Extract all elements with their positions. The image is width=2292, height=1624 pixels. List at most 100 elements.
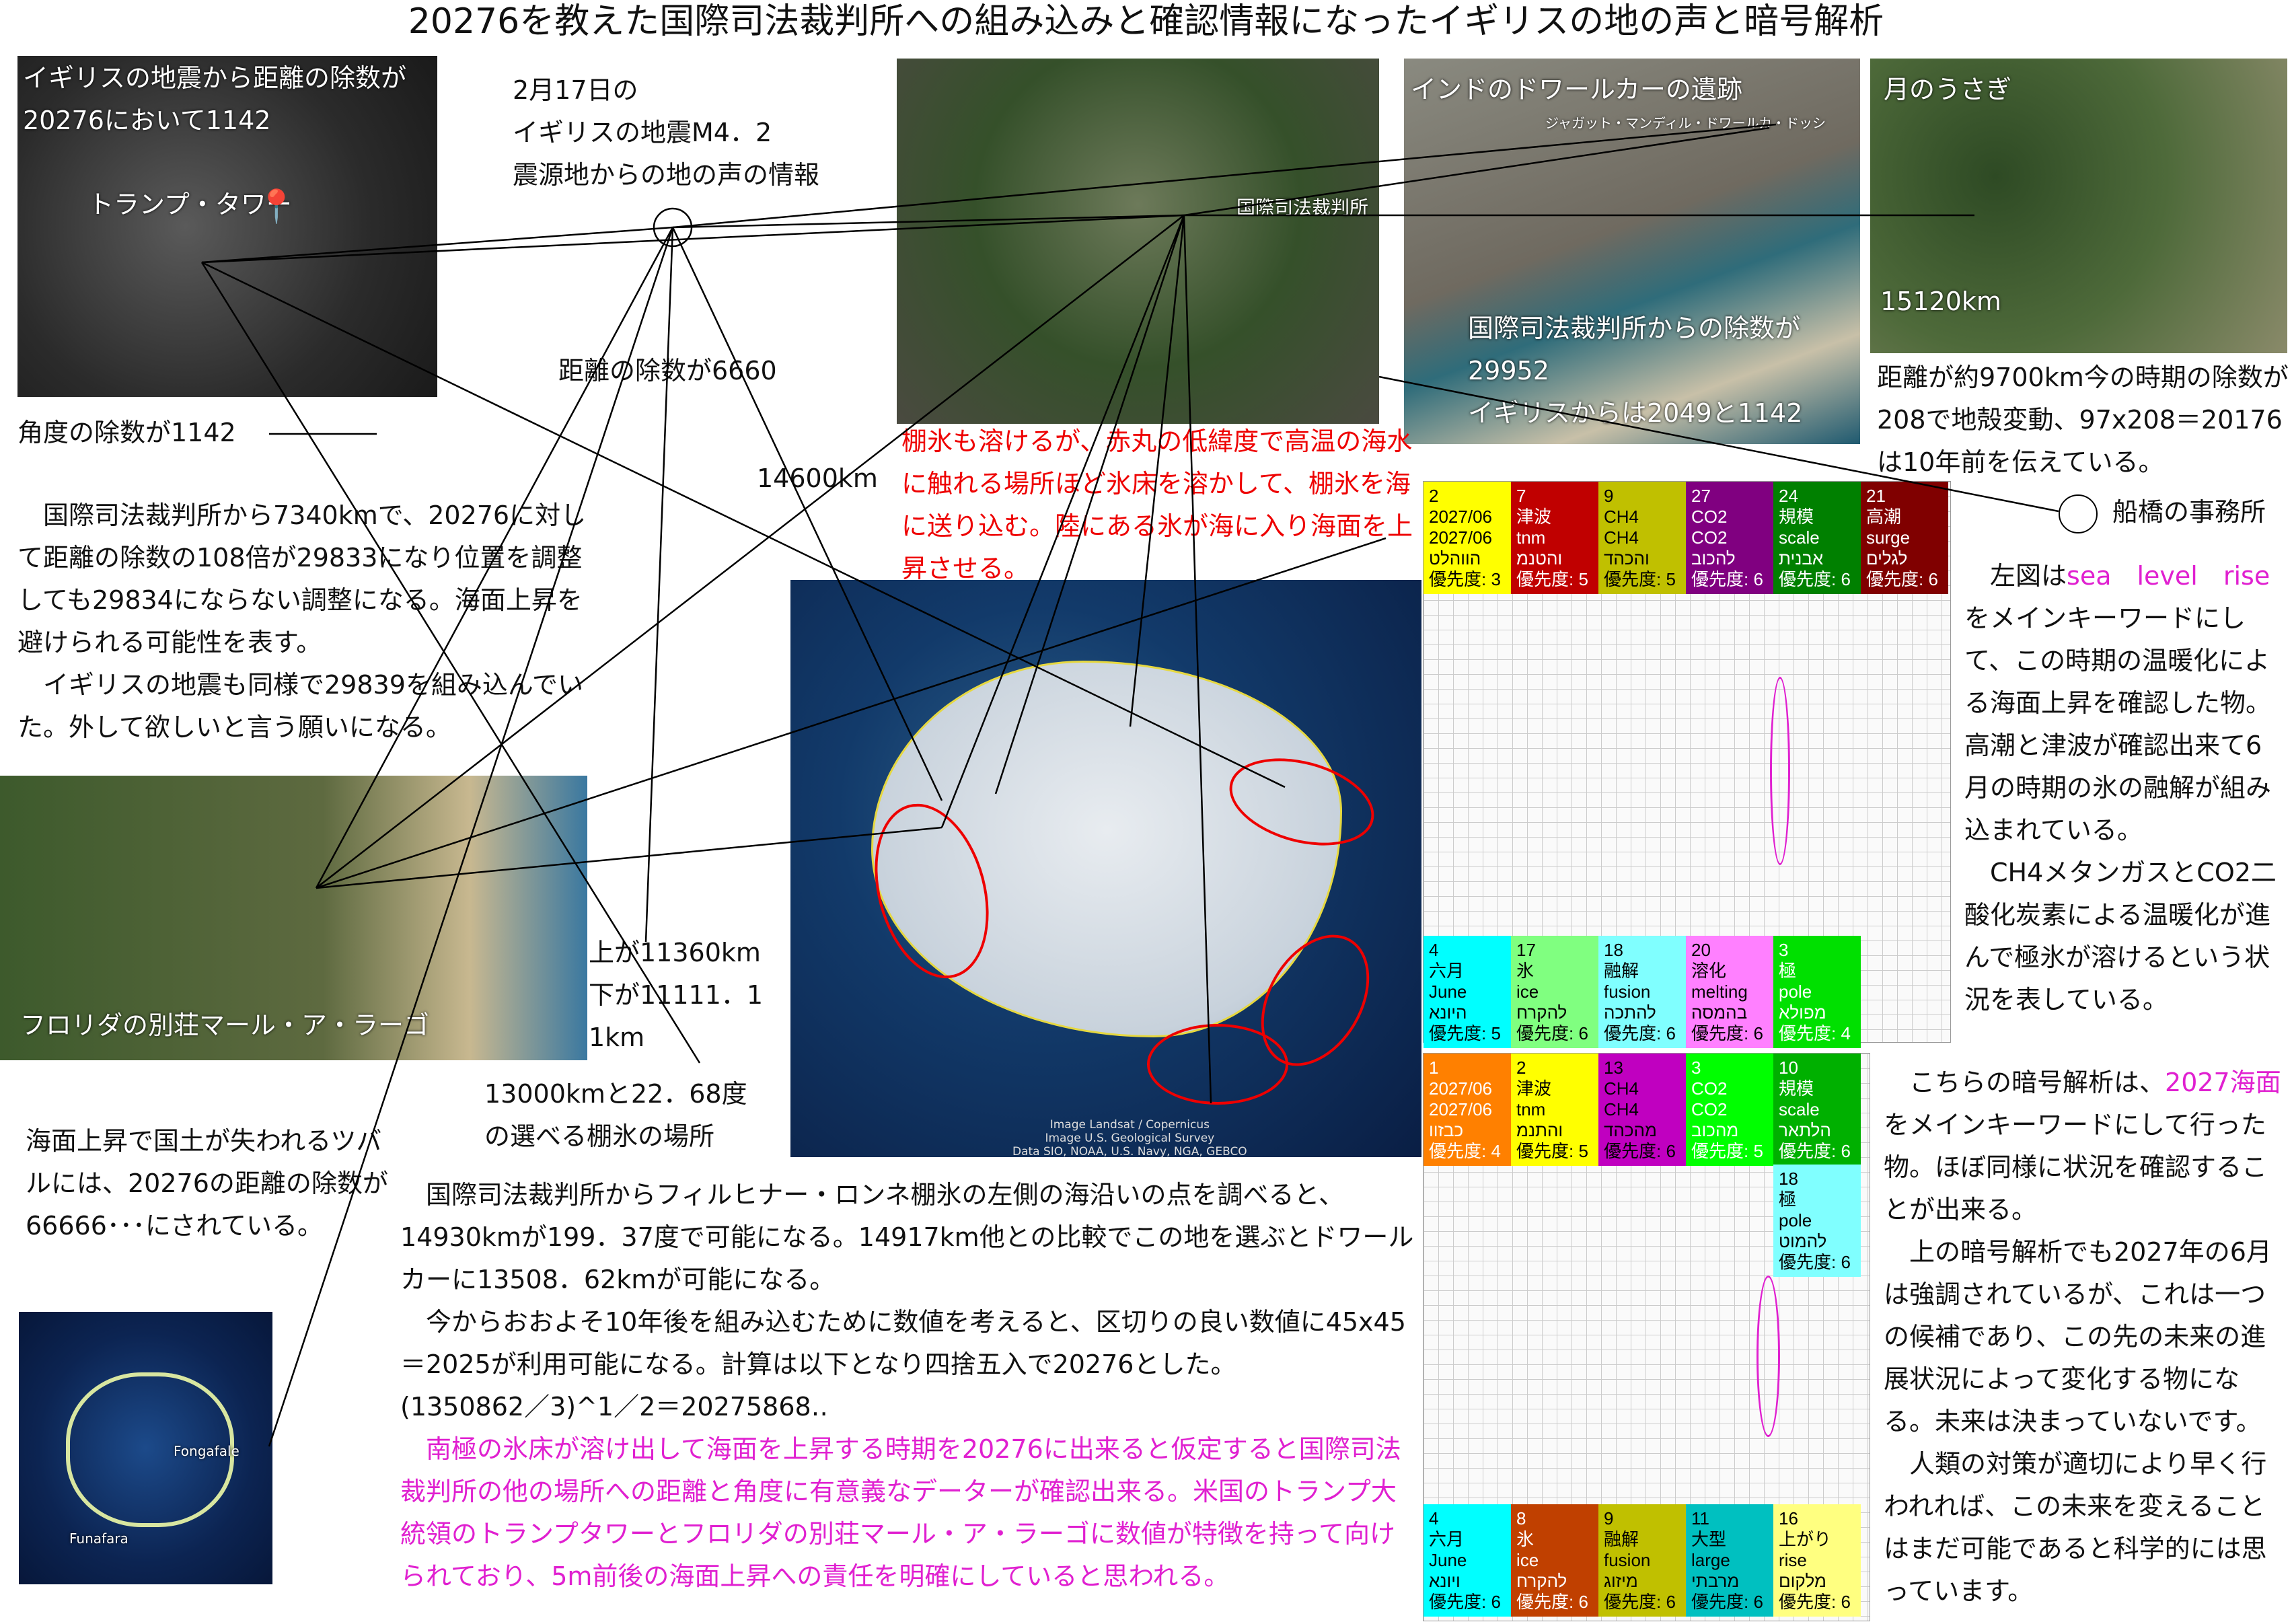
tile-n: 1	[1429, 1058, 1439, 1078]
trump-caption-2: 20276において1142	[23, 106, 271, 135]
tile-b: CO2	[1691, 1099, 1728, 1119]
tile-b: scale	[1779, 527, 1820, 548]
trump-caption-1: イギリスの地震から距離の除数が	[23, 63, 407, 93]
right2-a: こちらの暗号解析は、	[1884, 1068, 2166, 1097]
tile-a: 氷	[1516, 961, 1535, 981]
tile-a: 極	[1779, 1189, 1797, 1210]
right1-c: CH4メタンガスとCO2二酸化炭素による温暖化が進んで極氷が溶けるという状況を表…	[1964, 858, 2277, 1014]
tile-p: 優先度: 5	[1516, 569, 1588, 589]
left-paragraph: 国際司法裁判所から7340kmで、20276に対して距離の除数の108倍が298…	[17, 494, 596, 749]
tile-a: CO2	[1691, 1078, 1728, 1099]
tile-n: 16	[1779, 1508, 1798, 1528]
tile-b: fusion	[1604, 982, 1651, 1002]
tile-n: 27	[1691, 486, 1711, 506]
right1-a: 左図は	[1964, 561, 2067, 591]
tile-p: 優先度: 6	[1516, 1023, 1588, 1043]
tile-a: CO2	[1691, 507, 1728, 527]
tile-b: ice	[1516, 1550, 1539, 1570]
tile-n: 9	[1604, 486, 1614, 506]
tile-a: 2027/06	[1429, 1078, 1492, 1099]
dwarka-title: インドのドワールカーの遺跡	[1411, 75, 1742, 104]
tile-p: 優先度: 6	[1429, 1592, 1501, 1612]
updown-line-1: 上が11360km	[589, 938, 761, 967]
tile-n: 2	[1429, 486, 1439, 506]
tile-a: CH4	[1604, 1078, 1639, 1099]
tile-n: 9	[1604, 1508, 1614, 1528]
tile-b: 2027/06	[1429, 527, 1492, 548]
tile-p: 優先度: 6	[1779, 1252, 1851, 1272]
quake-line-1: 2月17日の	[513, 75, 638, 105]
tile-p: 優先度: 6	[1779, 1592, 1851, 1612]
trump-tower-label: トランプ・タワー	[88, 190, 292, 219]
dwarka-line-3: イギリスからは2049と1142	[1468, 398, 1803, 428]
red-circle-4	[1147, 1024, 1288, 1105]
tile-c: הלתאר	[1779, 1120, 1831, 1140]
credit-line-3: Data SIO, NOAA, U.S. Navy, NGA, GEBCO	[1012, 1145, 1247, 1157]
antarctica-landmass	[871, 661, 1342, 1037]
tile-a: 規模	[1779, 507, 1814, 527]
highlight-oval	[1757, 1276, 1780, 1437]
tile-b: melting	[1691, 982, 1748, 1002]
angle-label: 角度の除数が1142	[17, 418, 236, 447]
tile-a: 融解	[1604, 1529, 1639, 1549]
right1-keyword: sea level rise	[2067, 561, 2270, 591]
left-para-1: 国際司法裁判所から7340kmで、20276に対して距離の除数の108倍が298…	[17, 501, 587, 657]
tile-a: 溶化	[1691, 961, 1727, 981]
tile-c: והכהד	[1604, 548, 1650, 568]
tile-b: scale	[1779, 1099, 1820, 1119]
tile-p: 優先度: 5	[1604, 569, 1676, 589]
right2-b: をメインキーワードにして行った物。ほぼ同様に状況を確認することが出来る。	[1884, 1110, 2268, 1224]
bottom-paragraphs: 国際司法裁判所からフィルヒナー・ロンネ棚氷の左側の海沿いの点を調べると、1493…	[400, 1174, 1416, 1598]
tile-b: surge	[1866, 527, 1911, 548]
tile-n: 10	[1779, 1058, 1798, 1078]
shelf-line-2: の選べる棚氷の場所	[484, 1121, 715, 1151]
tile-p: 優先度: 4	[1779, 1023, 1851, 1043]
tile-b: tnm	[1516, 1099, 1546, 1119]
tile-p: 優先度: 6	[1779, 1141, 1851, 1161]
tile-a: 六月	[1429, 1529, 1465, 1549]
tuvalu-satellite-image: Fongafale Funafara	[19, 1312, 272, 1584]
tile-p: 優先度: 6	[1604, 1592, 1676, 1612]
quake-line-2: イギリスの地震M4．2	[513, 118, 772, 147]
tile-b: ice	[1516, 982, 1539, 1002]
tile-n: 24	[1779, 486, 1798, 506]
tile-c: היונא	[1429, 1002, 1467, 1023]
funafara-label: Funafara	[69, 1530, 128, 1547]
tile-a: 2027/06	[1429, 507, 1492, 527]
tile-b: pole	[1779, 1210, 1812, 1230]
tile-n: 2	[1516, 1058, 1526, 1078]
tile-c: והטנמ	[1516, 548, 1563, 568]
tile-c: כבזוו	[1429, 1120, 1464, 1140]
bottom-para-1: 国際司法裁判所からフィルヒナー・ロンネ棚氷の左側の海沿いの点を調べると、1493…	[400, 1180, 1414, 1294]
atoll-ring	[66, 1372, 234, 1527]
florida-label: フロリダの別荘マール・ア・ラーゴ	[20, 1010, 430, 1040]
antarctica-image: Image Landsat / Copernicus Image U.S. Ge…	[790, 580, 1421, 1157]
credit-line-2: Image U.S. Geological Survey	[1045, 1132, 1215, 1145]
tile-b: large	[1691, 1550, 1730, 1570]
tile-n: 8	[1516, 1508, 1526, 1528]
florida-satellite-image: フロリダの別荘マール・ア・ラーゴ	[0, 776, 587, 1060]
tile-n: 13	[1604, 1058, 1623, 1078]
tile-n: 3	[1691, 1058, 1701, 1078]
moon-rabbit-satellite-image: 月のうさぎ 15120km	[1870, 59, 2287, 353]
tile-c: מהכוב	[1691, 1120, 1739, 1140]
right-text-1: 左図はsea level riseをメインキーワードにして、この時期の温暖化によ…	[1964, 555, 2287, 1021]
tile-b: June	[1429, 982, 1467, 1002]
tile-c: מרבתי	[1691, 1571, 1740, 1591]
moon-title: 月のうさぎ	[1884, 75, 2012, 104]
tile-c: להמוט	[1779, 1231, 1827, 1251]
tile-p: 優先度: 6	[1691, 1023, 1763, 1043]
tile-p: 優先度: 5	[1516, 1141, 1588, 1161]
